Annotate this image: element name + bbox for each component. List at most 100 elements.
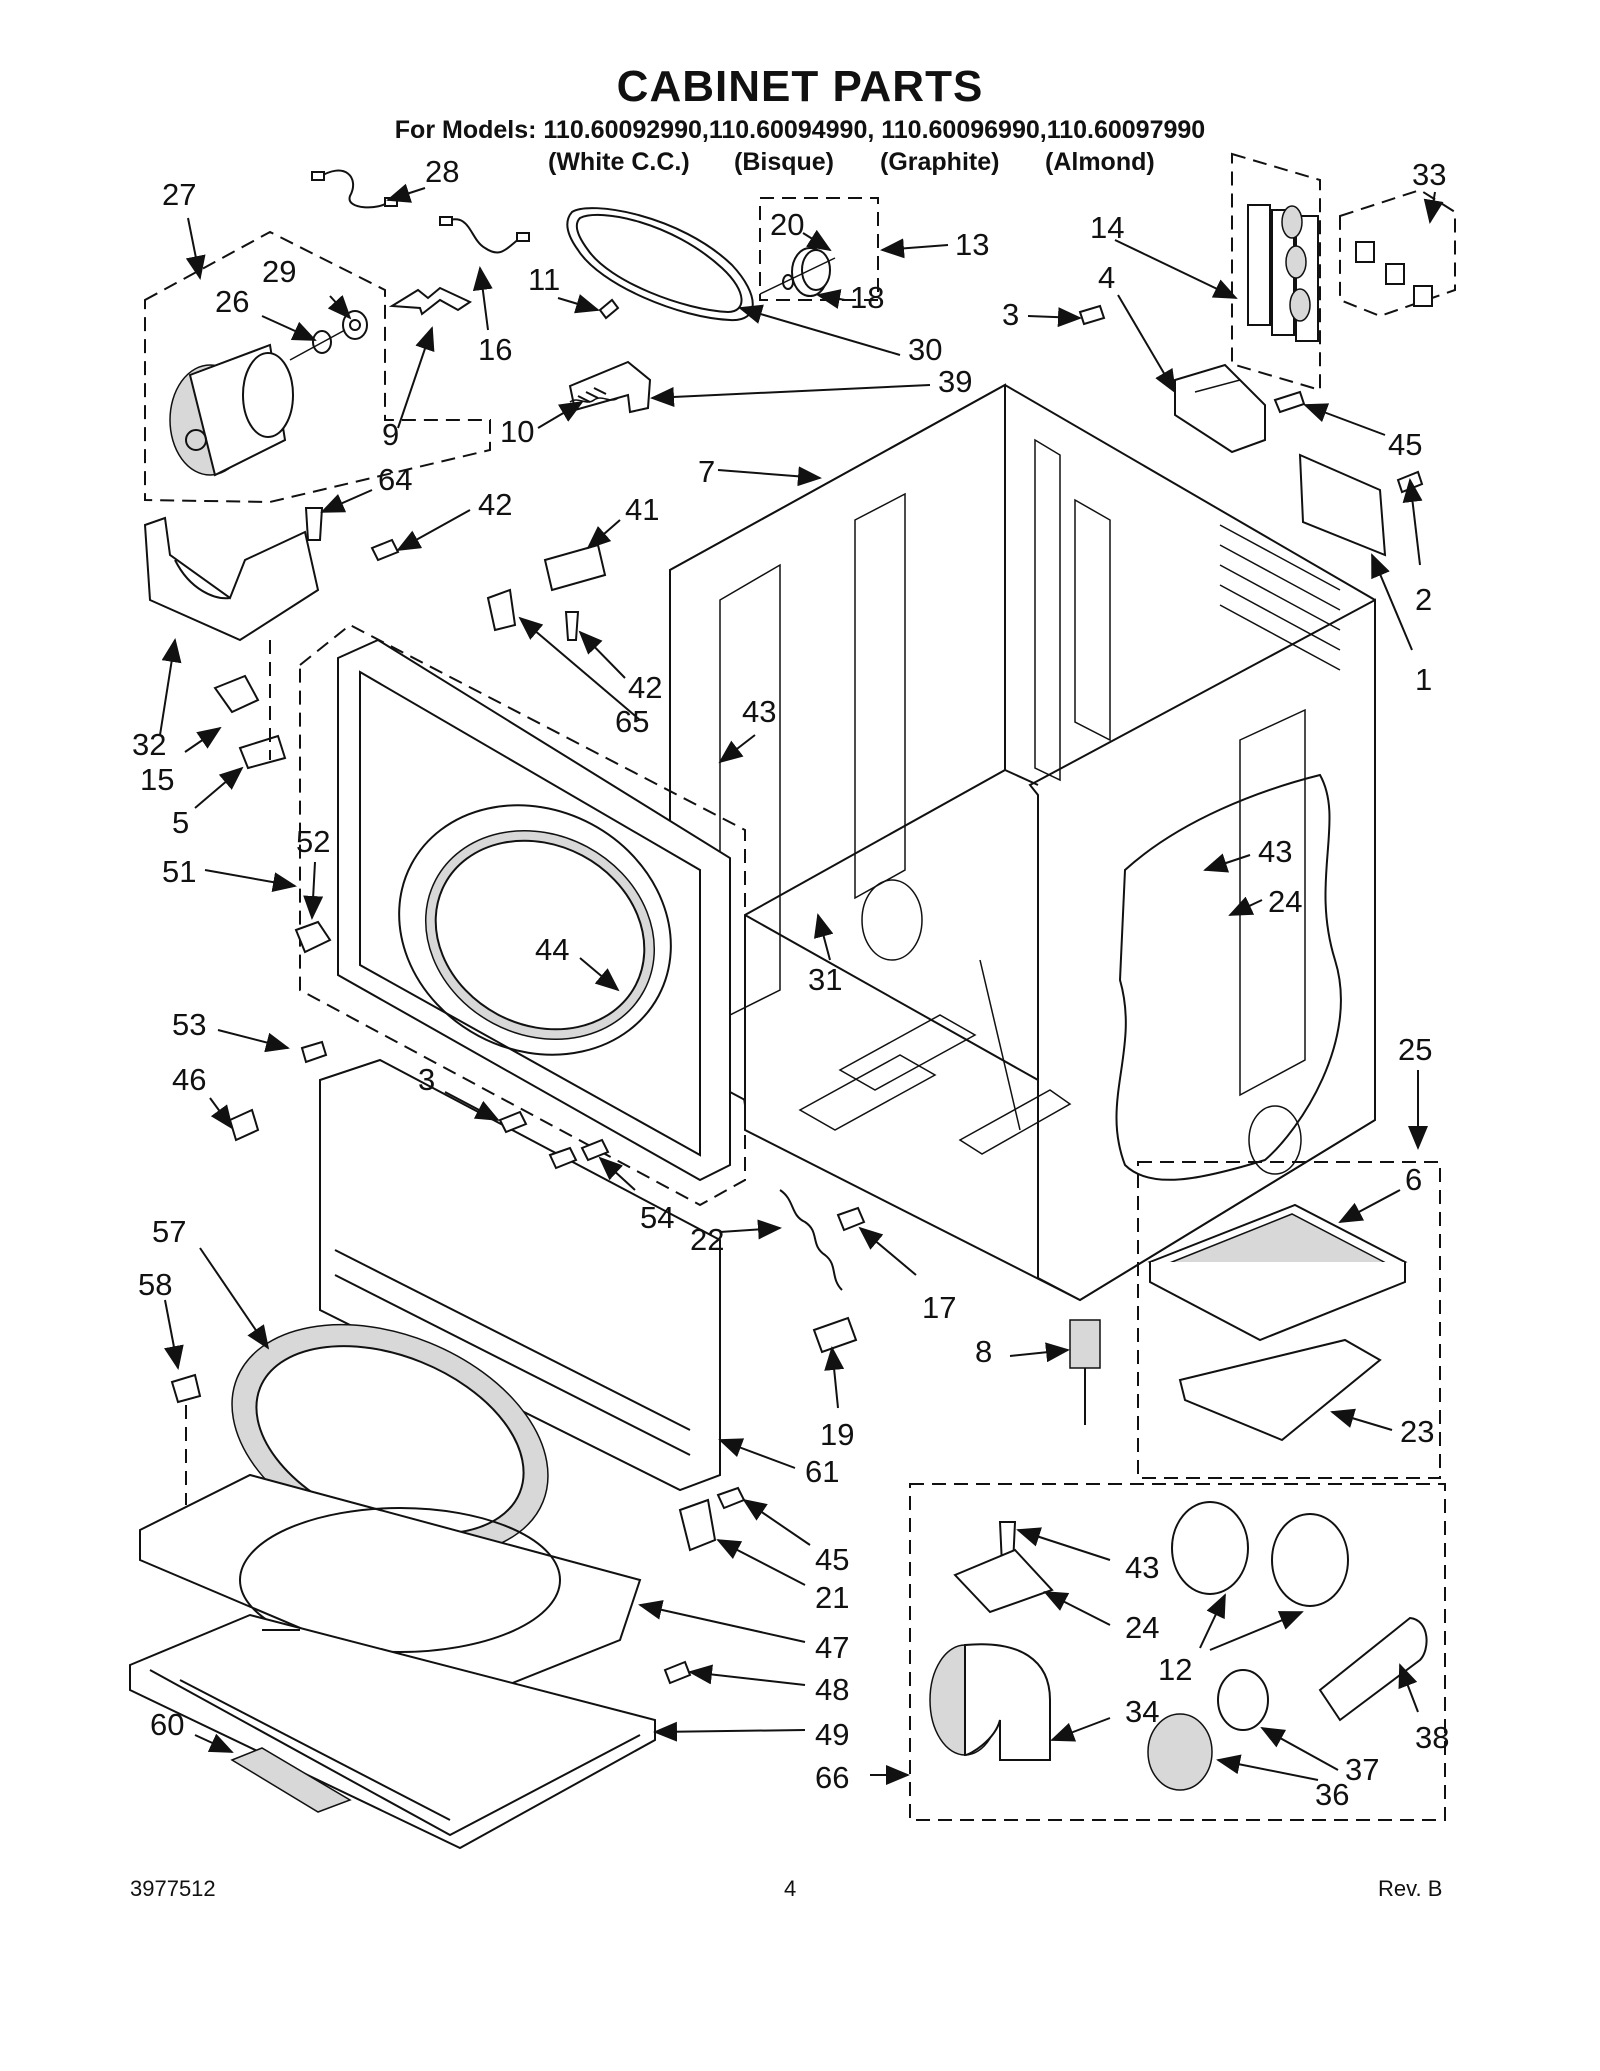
- callout-23: 23: [1400, 1414, 1434, 1449]
- callout-27: 27: [162, 177, 196, 212]
- callout-12: 12: [1158, 1652, 1192, 1687]
- color-label-white: (White C.C.): [548, 148, 690, 176]
- callout-39: 39: [938, 364, 972, 399]
- callout-17: 17: [922, 1290, 956, 1325]
- color-label-bisque: (Bisque): [734, 148, 834, 176]
- callout-66: 66: [815, 1760, 849, 1795]
- drive-belt: [566, 207, 754, 322]
- callout-45-lower: 45: [815, 1542, 849, 1577]
- color-label-almond: (Almond): [1045, 148, 1155, 176]
- callout-61: 61: [805, 1454, 839, 1489]
- callout-51: 51: [162, 854, 196, 889]
- callout-20: 20: [770, 207, 804, 242]
- screw-45-lower: [716, 1486, 746, 1510]
- callout-31: 31: [808, 962, 842, 997]
- latch-21: [678, 1498, 717, 1552]
- callout-53: 53: [172, 1007, 206, 1042]
- callout-52: 52: [296, 824, 330, 859]
- screw-53: [300, 1040, 328, 1064]
- callout-26: 26: [215, 284, 249, 319]
- callout-29: 29: [262, 254, 296, 289]
- callout-45-top: 45: [1388, 427, 1422, 462]
- callout-37: 37: [1345, 1752, 1379, 1787]
- callout-5: 5: [172, 805, 189, 840]
- callout-1: 1: [1415, 662, 1432, 697]
- screw-3-top: [1078, 304, 1106, 326]
- callout-36: 36: [1315, 1777, 1349, 1812]
- callout-42-mid: 42: [628, 670, 662, 705]
- base-frame: [129, 1473, 656, 1850]
- color-label-graphite: (Graphite): [880, 148, 1000, 176]
- terminal-block-assembly: [1231, 152, 1456, 392]
- callout-8: 8: [975, 1334, 992, 1369]
- callout-48: 48: [815, 1672, 849, 1707]
- callout-19: 19: [820, 1417, 854, 1452]
- callout-58: 58: [138, 1267, 172, 1302]
- spring-22: [779, 1189, 843, 1291]
- callout-labels: 27 28 29 26 16 9 11 30 39 10 20 18 13 14…: [132, 154, 1449, 1812]
- callout-30: 30: [908, 332, 942, 367]
- screw-17: [836, 1206, 866, 1232]
- access-cover: [1298, 453, 1424, 557]
- callout-54: 54: [640, 1200, 674, 1235]
- callout-49: 49: [815, 1717, 849, 1752]
- callout-6: 6: [1405, 1162, 1422, 1197]
- screw-54-b: [580, 1138, 610, 1162]
- callout-22: 22: [690, 1222, 724, 1257]
- callout-41: 41: [625, 492, 659, 527]
- revision-label: Rev. B: [1378, 1876, 1443, 1901]
- callout-65: 65: [615, 704, 649, 739]
- callout-60: 60: [150, 1707, 184, 1742]
- page-number: 4: [784, 1876, 797, 1901]
- door-seal: [231, 1323, 549, 1557]
- cabinet-body: [668, 383, 1376, 1302]
- callout-3-top: 3: [1002, 297, 1019, 332]
- callout-47: 47: [815, 1630, 849, 1665]
- clip-19: [812, 1316, 858, 1354]
- callout-44: 44: [535, 932, 569, 967]
- callout-4: 4: [1098, 260, 1115, 295]
- callout-18: 18: [850, 280, 884, 315]
- clip-52: [294, 920, 332, 954]
- screw-64: [304, 507, 324, 541]
- clip-46: [228, 1108, 260, 1142]
- motor-assembly: [144, 230, 491, 504]
- toe-panel: [319, 1058, 721, 1492]
- callout-64: 64: [378, 462, 412, 497]
- callout-11: 11: [528, 262, 560, 297]
- screw-48: [663, 1660, 692, 1685]
- callout-28: 28: [425, 154, 459, 189]
- lint-filter-group: [1137, 1161, 1441, 1479]
- callout-2: 2: [1415, 582, 1432, 617]
- callout-33: 33: [1412, 157, 1446, 192]
- callout-16: 16: [478, 332, 512, 367]
- clip-58: [170, 1373, 202, 1404]
- doc-number: 3977512: [130, 1876, 216, 1901]
- callout-13: 13: [955, 227, 989, 262]
- pulley-assembly: [759, 197, 879, 301]
- callout-43-kit: 43: [1125, 1550, 1159, 1585]
- callout-57: 57: [152, 1214, 186, 1249]
- callout-43-front: 43: [742, 694, 776, 729]
- leveling-leg: [1069, 1319, 1101, 1425]
- callout-43-side: 43: [1258, 834, 1292, 869]
- callout-32: 32: [132, 727, 166, 762]
- models-line: For Models: 110.60092990,110.60094990, 1…: [394, 116, 1206, 144]
- callout-3-front: 3: [418, 1062, 435, 1097]
- leader-lines: [159, 183, 1444, 1785]
- callout-38: 38: [1415, 1720, 1449, 1755]
- screw-54-a: [548, 1146, 578, 1170]
- callout-15: 15: [140, 762, 174, 797]
- callout-42-left: 42: [478, 487, 512, 522]
- callout-14: 14: [1090, 210, 1124, 245]
- callout-24-kit: 24: [1125, 1610, 1159, 1645]
- idler-assembly: [568, 298, 652, 414]
- door-switch: [486, 543, 607, 641]
- terminal-bracket: [1174, 363, 1306, 454]
- callout-25: 25: [1398, 1032, 1432, 1067]
- callout-24-side: 24: [1268, 884, 1302, 919]
- exhaust-kit: [909, 1483, 1446, 1821]
- callout-10: 10: [500, 414, 534, 449]
- wire-harness: [311, 169, 530, 254]
